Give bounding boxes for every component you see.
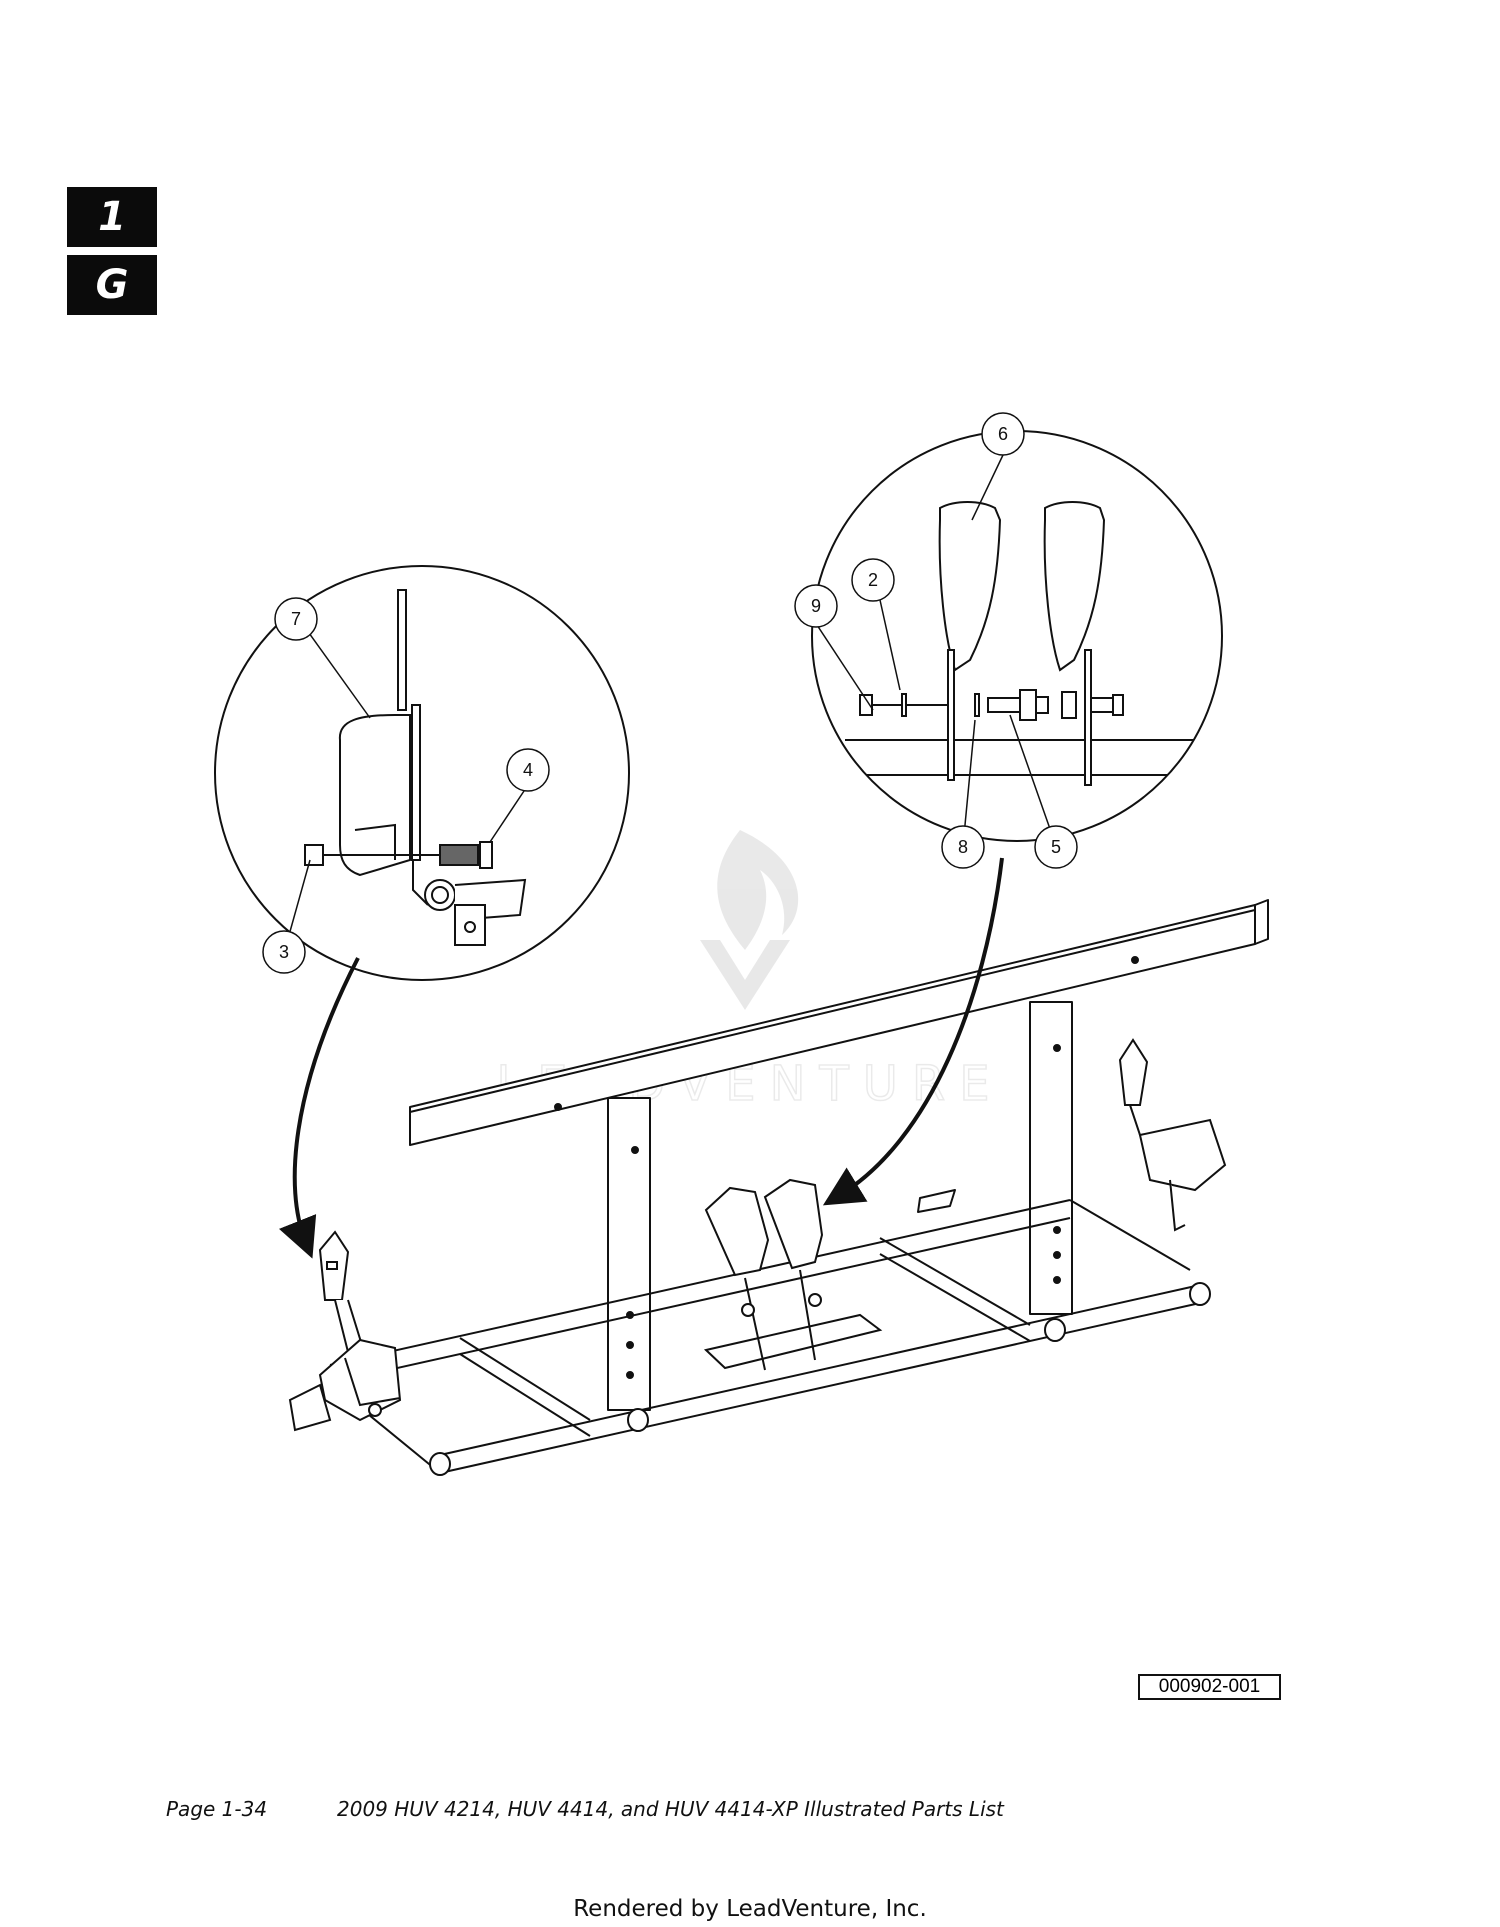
- callout-2: 2: [851, 558, 895, 602]
- svg-text:5: 5: [1051, 837, 1061, 857]
- figure-id-label: 000902-001: [1138, 1674, 1281, 1700]
- section-tab-number: 1: [67, 187, 157, 247]
- svg-text:7: 7: [291, 609, 301, 629]
- leader-lines: [283, 454, 1057, 954]
- callout-5: 5: [1034, 825, 1078, 869]
- footer-page-number: Page 1-34: [166, 1797, 268, 1821]
- svg-text:6: 6: [998, 424, 1008, 444]
- footer-document-title: 2009 HUV 4214, HUV 4414, and HUV 4414-XP…: [337, 1797, 1004, 1821]
- callout-7: 7: [274, 597, 318, 641]
- seat-belt-left: [288, 1230, 402, 1432]
- callout-3: 3: [262, 930, 306, 974]
- frame-assembly: [329, 899, 1269, 1476]
- callout-6: 6: [981, 412, 1025, 456]
- svg-text:2: 2: [868, 570, 878, 590]
- seat-belt-right: [1118, 1038, 1227, 1232]
- detail-view-right: [811, 430, 1223, 842]
- svg-text:4: 4: [523, 760, 533, 780]
- detail-right-parts: [845, 501, 1210, 786]
- detail-view-left: [214, 565, 630, 981]
- rendered-by-credit: Rendered by LeadVenture, Inc.: [573, 1896, 927, 1922]
- center-buckles: [703, 1178, 883, 1371]
- svg-text:8: 8: [958, 837, 968, 857]
- svg-text:9: 9: [811, 596, 821, 616]
- callout-4: 4: [506, 748, 550, 792]
- detail-left-parts: [304, 589, 527, 946]
- section-tab-letter: G: [67, 255, 157, 315]
- callout-9: 9: [794, 584, 838, 628]
- svg-text:3: 3: [279, 942, 289, 962]
- callout-8: 8: [941, 825, 985, 869]
